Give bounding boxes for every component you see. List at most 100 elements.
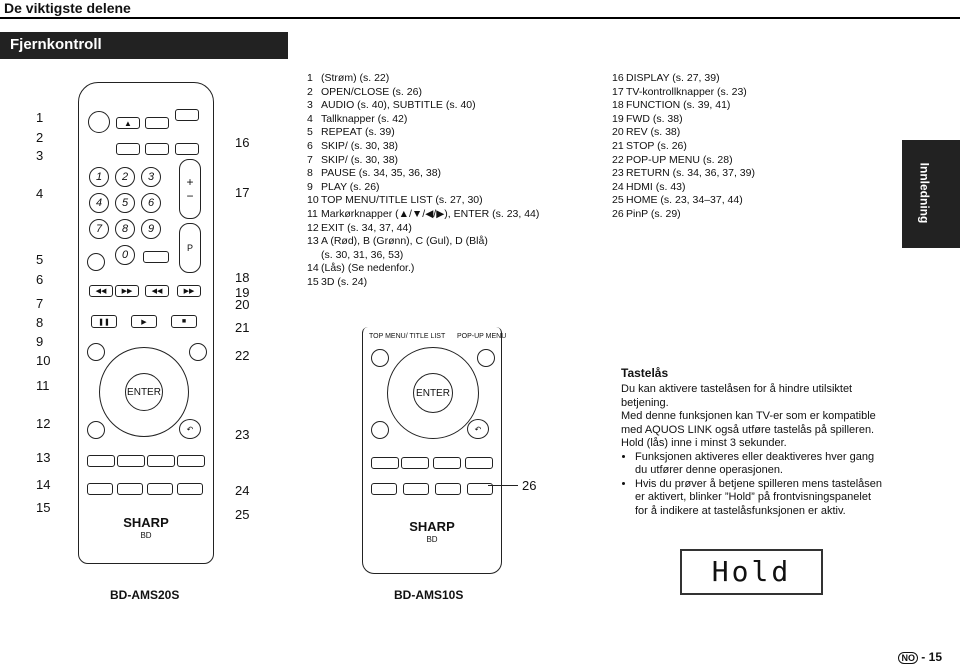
digit-6-button[interactable]: 6 bbox=[141, 193, 161, 213]
return-button[interactable]: ↶ bbox=[467, 419, 489, 439]
list-item-number: 26 bbox=[612, 207, 624, 220]
list-item-number: 3 bbox=[307, 99, 313, 112]
power-button[interactable] bbox=[88, 111, 110, 133]
color-b-button[interactable] bbox=[401, 457, 429, 469]
color-d-button[interactable] bbox=[465, 457, 493, 469]
hold-display: Hold bbox=[680, 549, 823, 595]
tv-input-button[interactable] bbox=[175, 143, 199, 155]
list-item-text: EXIT (s. 34, 37, 44) bbox=[321, 221, 412, 234]
list-item-text: Tallknapper (s. 42) bbox=[321, 112, 408, 125]
enter-button[interactable]: ENTER bbox=[125, 373, 163, 411]
function-button[interactable] bbox=[143, 251, 169, 263]
popup-menu-button[interactable] bbox=[477, 349, 495, 367]
list-item-text: POP-UP MENU (s. 28) bbox=[626, 153, 733, 166]
list-item-number: 20 bbox=[612, 126, 624, 139]
callout-number: 12 bbox=[36, 416, 51, 431]
digit-4-button[interactable]: 4 bbox=[89, 193, 109, 213]
color-c-button[interactable] bbox=[433, 457, 461, 469]
exit-button[interactable] bbox=[87, 421, 105, 439]
digit-8-button[interactable]: 8 bbox=[115, 219, 135, 239]
lock-button[interactable] bbox=[371, 483, 397, 495]
page-title: De viktigste delene bbox=[4, 0, 131, 16]
repeat-button[interactable] bbox=[87, 253, 105, 271]
list-item-number: 19 bbox=[612, 112, 624, 125]
pinp-button[interactable] bbox=[467, 483, 493, 495]
list-item-text: AUDIO (s. 40), SUBTITLE (s. 40) bbox=[321, 99, 476, 112]
list-item-text: HOME (s. 23, 34–37, 44) bbox=[626, 194, 743, 207]
top-menu-button[interactable] bbox=[371, 349, 389, 367]
home-button[interactable] bbox=[147, 483, 173, 495]
section-title: Fjernkontroll bbox=[10, 36, 102, 53]
list-item-number: 22 bbox=[612, 153, 624, 166]
pause-button[interactable]: ❚❚ bbox=[91, 315, 117, 328]
callout-number: 5 bbox=[36, 252, 44, 267]
skip-fwd-button[interactable]: ▶▶ bbox=[115, 285, 139, 297]
list-item-text: STOP (s. 26) bbox=[626, 139, 687, 152]
3d-button[interactable] bbox=[403, 483, 429, 495]
lock-bullet-1: Funksjonen aktiveres eller deaktiveres h… bbox=[635, 451, 883, 478]
digit-7-button[interactable]: 7 bbox=[89, 219, 109, 239]
callout-number: 21 bbox=[235, 320, 250, 335]
remote1-caption: BD-AMS20S bbox=[110, 588, 180, 602]
3d-button[interactable] bbox=[117, 483, 143, 495]
list-item-text: A (Rød), B (Grønn), C (Gul), D (Blå) bbox=[321, 235, 488, 248]
list-item-number: 11 bbox=[307, 207, 318, 220]
digit-0-button[interactable]: 0 bbox=[115, 245, 135, 265]
top-menu-button[interactable] bbox=[87, 343, 105, 361]
list-item-number: 4 bbox=[307, 112, 313, 125]
open-close-button[interactable]: ▲ bbox=[116, 117, 140, 129]
list-item-text: PinP (s. 29) bbox=[626, 207, 681, 220]
fwd-button[interactable]: ▶▶ bbox=[177, 285, 201, 297]
exit-button[interactable] bbox=[371, 421, 389, 439]
color-b-button[interactable] bbox=[117, 455, 145, 467]
popup-menu-button[interactable] bbox=[189, 343, 207, 361]
digit-3-button[interactable]: 3 bbox=[141, 167, 161, 187]
list-item-number: 25 bbox=[612, 194, 624, 207]
list-item-number: 6 bbox=[307, 139, 313, 152]
volume-rocker[interactable]: +− bbox=[179, 159, 201, 219]
enter-button[interactable]: ENTER bbox=[413, 373, 453, 413]
list-item-text: TOP MENU/TITLE LIST (s. 27, 30) bbox=[321, 194, 483, 207]
lock-button[interactable] bbox=[87, 483, 113, 495]
home-button[interactable] bbox=[435, 483, 461, 495]
digit-5-button[interactable]: 5 bbox=[115, 193, 135, 213]
subtitle-button[interactable] bbox=[145, 143, 169, 155]
callout-number: 15 bbox=[36, 500, 51, 515]
digit-2-button[interactable]: 2 bbox=[115, 167, 135, 187]
list-item: 14(Lås) (Se nedenfor.) bbox=[307, 262, 539, 276]
play-button[interactable]: ▶ bbox=[131, 315, 157, 328]
list-item-number: 12 bbox=[307, 221, 319, 234]
tv-power-button[interactable] bbox=[175, 109, 199, 121]
list-item-number: 23 bbox=[612, 167, 624, 180]
list-item-text: PAUSE (s. 34, 35, 36, 38) bbox=[321, 167, 442, 180]
stop-button[interactable]: ■ bbox=[171, 315, 197, 328]
return-button[interactable]: ↶ bbox=[179, 419, 201, 439]
color-d-button[interactable] bbox=[177, 455, 205, 467]
callout-number: 16 bbox=[235, 135, 250, 150]
brand-sub: BD bbox=[426, 535, 438, 544]
skip-back-button[interactable]: ◀◀ bbox=[89, 285, 113, 297]
digit-9-button[interactable]: 9 bbox=[141, 219, 161, 239]
color-a-button[interactable] bbox=[371, 457, 399, 469]
hdmi-button[interactable] bbox=[177, 483, 203, 495]
display-button[interactable] bbox=[145, 117, 169, 129]
key-lock-section: Tastelås Du kan aktivere tastelåsen for … bbox=[617, 356, 887, 631]
callout-number: 18 bbox=[235, 270, 250, 285]
lock-p3: Hold (lås) inne i minst 3 sekunder. bbox=[621, 437, 787, 449]
channel-rocker[interactable]: P bbox=[179, 223, 201, 273]
color-a-button[interactable] bbox=[87, 455, 115, 467]
rev-button[interactable]: ◀◀ bbox=[145, 285, 169, 297]
color-c-button[interactable] bbox=[147, 455, 175, 467]
callout-number: 3 bbox=[36, 148, 44, 163]
list-item-text: (Lås) (Se nedenfor.) bbox=[321, 262, 415, 275]
audio-button[interactable] bbox=[116, 143, 140, 155]
callout-number: 24 bbox=[235, 483, 250, 498]
section-bar: Fjernkontroll bbox=[0, 32, 288, 59]
digit-1-button[interactable]: 1 bbox=[89, 167, 109, 187]
list-item-text: REPEAT (s. 39) bbox=[321, 126, 395, 139]
